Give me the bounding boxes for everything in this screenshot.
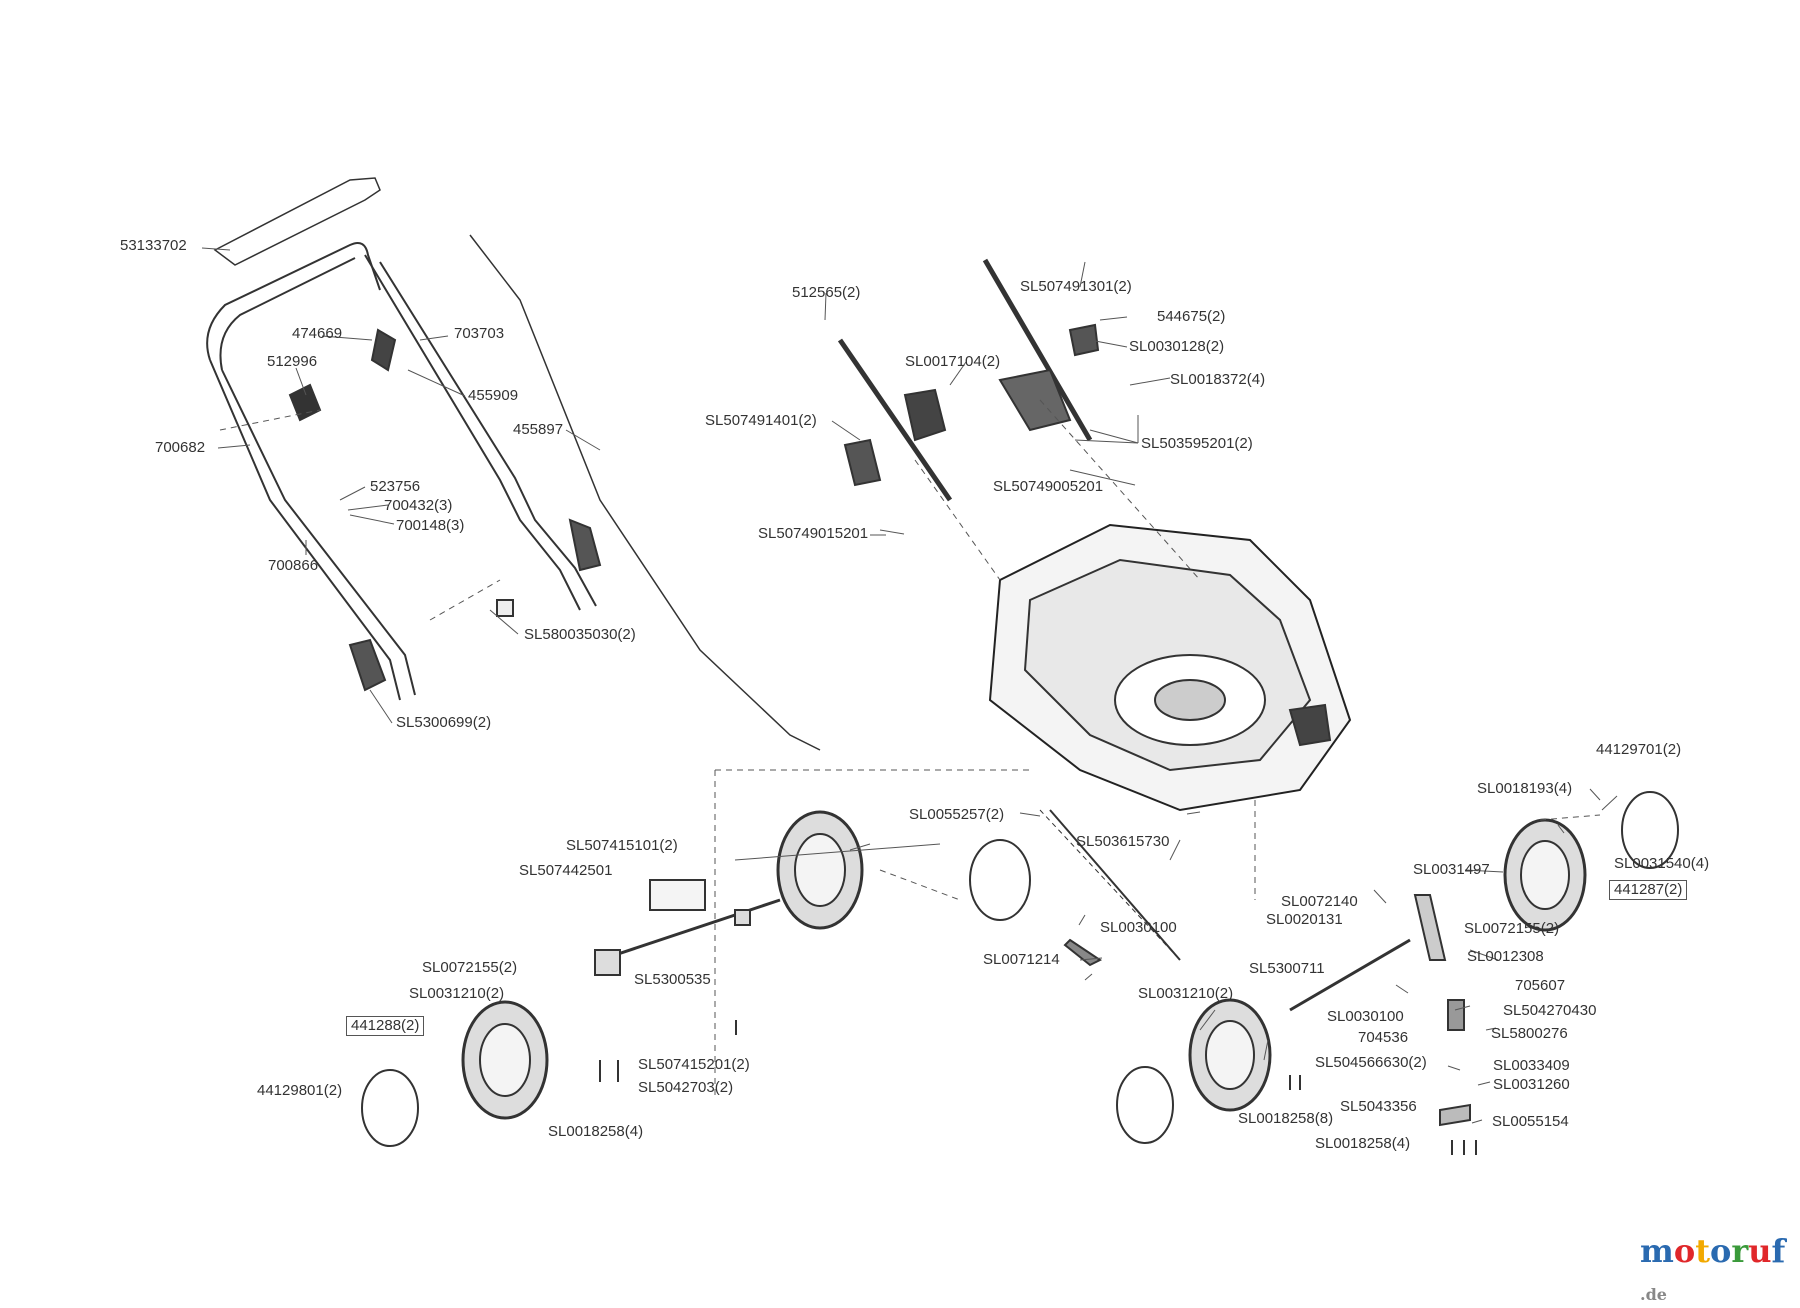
label-703703: 703703 [454, 325, 505, 342]
label-44129701: 44129701(2) [1596, 741, 1682, 758]
front-wheel-right [776, 810, 1031, 930]
label-SL0018193: SL0018193(4) [1477, 780, 1573, 797]
label-SL507415101: SL507415101(2) [566, 837, 678, 854]
watermark-part: o [1709, 1232, 1732, 1270]
label-SL0055257: SL0055257(2) [909, 806, 1005, 823]
cable [469, 234, 821, 751]
exploded-parts-diagram: 53133702 474669 703703 512996 455909 455… [120, 177, 1785, 1304]
watermark-logo: motoruf .de [1640, 1232, 1800, 1308]
label-700148: 700148(3) [396, 517, 465, 534]
label-SL503615730: SL503615730 [1076, 833, 1170, 850]
label-SL0030100b: SL0030100 [1327, 1008, 1404, 1025]
watermark-part: o [1673, 1232, 1696, 1270]
handle-assembly [206, 177, 602, 701]
label-44129801: 44129801(2) [257, 1082, 343, 1099]
label-SL0055154: SL0055154 [1492, 1113, 1569, 1130]
label-544675: 544675(2) [1157, 308, 1226, 325]
label-SL5300699: SL5300699(2) [396, 714, 492, 731]
watermark-part: .de [1640, 1285, 1667, 1304]
label-SL0012308: SL0012308 [1467, 948, 1544, 965]
label-SL50749005201: SL50749005201 [993, 478, 1104, 495]
label-SL504566630: SL504566630(2) [1315, 1054, 1427, 1071]
label-SL0018258b: SL0018258(8) [1238, 1110, 1334, 1127]
watermark-part: m [1640, 1232, 1674, 1270]
label-512565: 512565(2) [792, 284, 861, 301]
label-474669: 474669 [292, 325, 343, 342]
label-SL507491301: SL507491301(2) [1020, 278, 1132, 295]
label-441287: 441287(2) [1609, 880, 1688, 900]
label-SL5300711: SL5300711 [1249, 960, 1325, 977]
label-SL0072140: SL0072140 [1281, 893, 1358, 910]
parts-drawing [201, 177, 1679, 1155]
label-SL0072155a: SL0072155(2) [422, 959, 518, 976]
front-wheel-left [361, 1000, 549, 1147]
watermark-part: f [1771, 1232, 1786, 1270]
mower-deck [988, 523, 1352, 812]
label-SL5800276: SL5800276 [1491, 1025, 1568, 1042]
label-SL0031540: SL0031540(4) [1614, 855, 1710, 872]
label-523756: 523756 [370, 478, 421, 495]
label-455909: 455909 [468, 387, 519, 404]
label-700682: 700682 [155, 439, 206, 456]
label-SL0031497: SL0031497 [1413, 861, 1490, 878]
label-SL504270430: SL504270430 [1503, 1002, 1597, 1019]
label-441288: 441288(2) [346, 1016, 425, 1036]
watermark-part: t [1695, 1232, 1710, 1270]
label-SL0031210b: SL0031210(2) [1138, 985, 1234, 1002]
label-53133702: 53133702 [120, 237, 187, 254]
label-SL0031210a: SL0031210(2) [409, 985, 505, 1002]
label-SL507442501: SL507442501 [519, 862, 613, 879]
label-SL0018258a: SL0018258(4) [548, 1123, 644, 1140]
label-SL5042703: SL5042703(2) [638, 1079, 734, 1096]
watermark-part: r [1731, 1232, 1749, 1270]
label-SL0072155b: SL0072155(2) [1464, 920, 1560, 937]
label-455897: 455897 [513, 421, 564, 438]
label-SL50749015201: SL50749015201 [758, 525, 869, 542]
front-bolts [599, 1020, 1477, 1155]
front-axle [594, 879, 781, 976]
rear-wheel-left [1116, 998, 1272, 1144]
rear-wheel-right [1503, 791, 1679, 932]
label-SL0020131: SL0020131 [1266, 911, 1343, 928]
label-SL580035030: SL580035030(2) [524, 626, 636, 643]
label-SL0071214: SL0071214 [983, 951, 1060, 968]
label-SL0018258c: SL0018258(4) [1315, 1135, 1411, 1152]
label-SL0031260: SL0031260 [1493, 1076, 1570, 1093]
label-SL0018372: SL0018372(4) [1170, 371, 1266, 388]
label-SL5043356: SL5043356 [1340, 1098, 1417, 1115]
watermark-part: u [1748, 1232, 1772, 1270]
label-SL0030128: SL0030128(2) [1129, 338, 1225, 355]
leader-lines [201, 247, 1618, 1124]
label-SL507491401: SL507491401(2) [705, 412, 817, 429]
label-SL0030100a: SL0030100 [1100, 919, 1177, 936]
assembly-lines [219, 399, 1601, 1100]
label-SL0033409: SL0033409 [1493, 1057, 1570, 1074]
label-SL503595201: SL503595201(2) [1141, 435, 1253, 452]
label-705607: 705607 [1515, 977, 1566, 994]
label-512996: 512996 [267, 353, 318, 370]
height-adjust-levers [837, 258, 1100, 502]
label-SL507415201: SL507415201(2) [638, 1056, 750, 1073]
label-700866: 700866 [268, 557, 319, 574]
label-SL5300535: SL5300535 [634, 971, 711, 988]
label-SL0017104: SL0017104(2) [905, 353, 1001, 370]
label-700432: 700432(3) [384, 497, 453, 514]
label-704536: 704536 [1358, 1029, 1409, 1046]
